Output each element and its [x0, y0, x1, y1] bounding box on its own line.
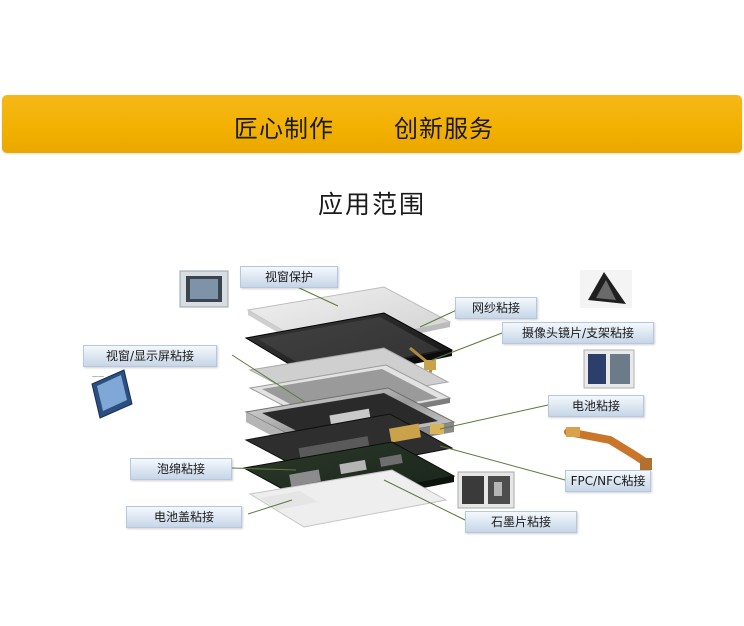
label-camera-lens-bonding: 摄像头镜片/支架粘接: [502, 322, 654, 344]
leader-fpc: [439, 445, 566, 481]
leader-display: [231, 354, 306, 403]
leader-camera: [431, 332, 503, 361]
leader-graphite: [383, 479, 466, 521]
battery-thumbnail: [583, 349, 635, 389]
label-battery-cover-bonding: 电池盖粘接: [126, 506, 242, 528]
camera-bracket-thumbnail: [580, 270, 632, 308]
label-fpc-nfc-bonding: FPC/NFC粘接: [565, 470, 651, 492]
label-graphite-bonding: 石墨片粘接: [465, 511, 577, 533]
leader-window-protection: [294, 285, 339, 307]
slogan-craftsmanship: 匠心制作: [234, 115, 334, 143]
leader-battery: [439, 404, 549, 430]
label-window-display-bonding: 视窗/显示屏粘接: [83, 345, 217, 367]
slogan-innovation: 创新服务: [394, 115, 494, 143]
leader-lines: [231, 285, 566, 521]
section-title: 应用范围: [317, 190, 426, 219]
label-foam-bonding: 泡绵粘接: [130, 458, 232, 480]
window-protection-thumbnail: [179, 270, 229, 308]
graphite-thumbnail: [457, 471, 515, 509]
svg-text:——: ——: [92, 373, 104, 380]
display-thumbnail: ——: [91, 369, 133, 419]
label-battery-bonding: 电池粘接: [548, 395, 644, 417]
label-window-protection: 视窗保护: [240, 266, 338, 288]
slogan-banner: 匠心制作 创新服务: [2, 95, 742, 153]
fpc-thumbnail: [564, 427, 652, 470]
leader-battery-cover: [247, 499, 293, 515]
leader-mesh: [419, 307, 462, 328]
label-mesh-bonding: 网纱粘接: [455, 297, 537, 319]
leader-foam: [231, 467, 297, 471]
